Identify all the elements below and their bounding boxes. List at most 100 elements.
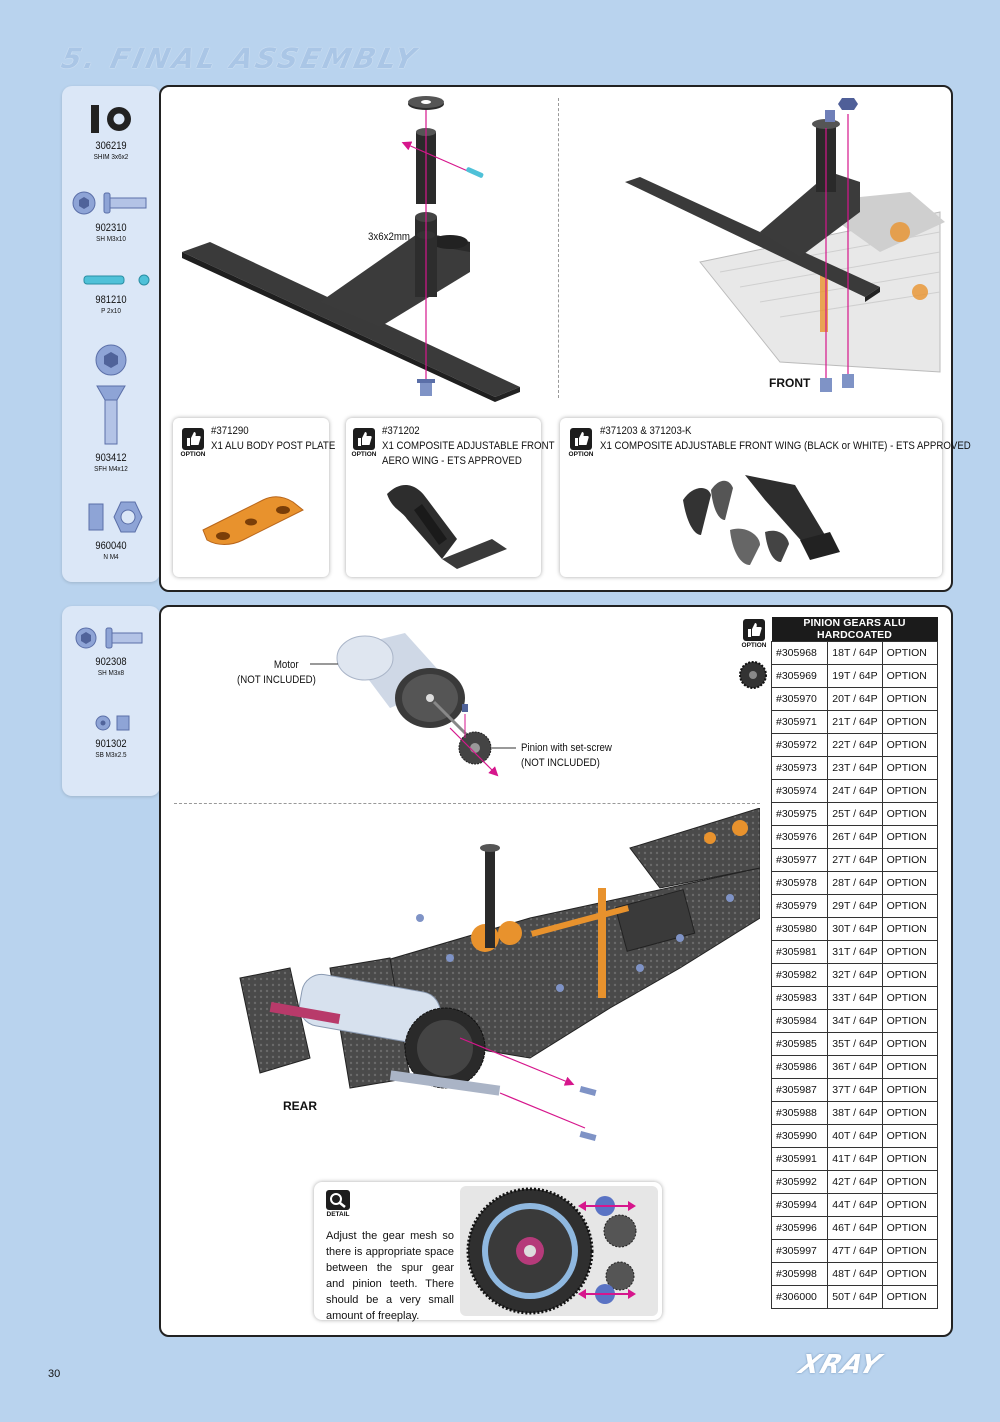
status-cell: OPTION bbox=[881, 1170, 939, 1194]
brand-logo: XRAY bbox=[795, 1350, 885, 1380]
status-cell: OPTION bbox=[881, 779, 939, 803]
pinion-gear-icon bbox=[739, 661, 767, 689]
option-badge: OPTION bbox=[179, 428, 207, 458]
part-number-cell: #305992 bbox=[770, 1170, 829, 1194]
teeth-pitch-cell: 26T / 64P bbox=[827, 825, 883, 849]
teeth-pitch-cell: 34T / 64P bbox=[827, 1009, 883, 1033]
teeth-pitch-cell: 40T / 64P bbox=[827, 1124, 883, 1148]
part-number-cell: #305973 bbox=[770, 756, 829, 780]
status-cell: OPTION bbox=[881, 986, 939, 1010]
part-306219: 306219 SHIM 3x6x2 bbox=[62, 102, 160, 161]
teeth-pitch-cell: 31T / 64P bbox=[827, 940, 883, 964]
option-name: X1 ALU BODY POST PLATE bbox=[211, 440, 336, 452]
parts-list-top: 306219 SHIM 3x6x2 902310 SH M3x10 981210… bbox=[62, 86, 160, 582]
magnifier-icon bbox=[326, 1190, 350, 1210]
part-number-cell: #305991 bbox=[770, 1147, 829, 1171]
teeth-pitch-cell: 33T / 64P bbox=[827, 986, 883, 1010]
screw-icon bbox=[72, 191, 147, 215]
alu-body-post-plate-image bbox=[202, 496, 304, 545]
status-cell: OPTION bbox=[881, 917, 939, 941]
aero-wing-image bbox=[387, 484, 507, 569]
teeth-pitch-cell: 27T / 64P bbox=[827, 848, 883, 872]
pinion-option-badge: OPTION bbox=[740, 619, 768, 649]
parts-list-bottom: 902308 SH M3x8 901302 SB M3x2.5 bbox=[62, 606, 160, 796]
part-901302: 901302 SB M3x2.5 bbox=[62, 712, 160, 759]
option-name: X1 COMPOSITE ADJUSTABLE FRONT bbox=[382, 440, 555, 452]
part-number-cell: #305998 bbox=[770, 1262, 829, 1286]
teeth-pitch-cell: 30T / 64P bbox=[827, 917, 883, 941]
set-screw-icon bbox=[95, 715, 130, 731]
pin-icon bbox=[83, 274, 150, 286]
part-number-cell: #306000 bbox=[770, 1285, 829, 1309]
detail-badge: DETAIL bbox=[324, 1190, 352, 1218]
part-number-cell: #305990 bbox=[770, 1124, 829, 1148]
teeth-pitch-cell: 23T / 64P bbox=[827, 756, 883, 780]
status-cell: OPTION bbox=[881, 1216, 939, 1240]
motor-label: Motor (NOT INCLUDED) bbox=[237, 659, 316, 686]
status-cell: OPTION bbox=[881, 848, 939, 872]
part-number-cell: #305975 bbox=[770, 802, 829, 826]
teeth-pitch-cell: 24T / 64P bbox=[827, 779, 883, 803]
status-cell: OPTION bbox=[881, 825, 939, 849]
gear-mesh-detail: DETAIL Adjust the gear mesh so there is … bbox=[314, 1182, 662, 1322]
front-label: FRONT bbox=[769, 376, 811, 390]
detail-text: Adjust the gear mesh so there is appropr… bbox=[326, 1230, 454, 1322]
thumbs-up-icon bbox=[353, 428, 375, 450]
teeth-pitch-cell: 46T / 64P bbox=[827, 1216, 883, 1240]
page-number: 30 bbox=[48, 1368, 61, 1380]
part-number-cell: #305988 bbox=[770, 1101, 829, 1125]
status-cell: OPTION bbox=[881, 1262, 939, 1286]
screw-icon bbox=[75, 627, 143, 649]
status-cell: OPTION bbox=[881, 710, 939, 734]
status-cell: OPTION bbox=[881, 1101, 939, 1125]
teeth-pitch-cell: 28T / 64P bbox=[827, 871, 883, 895]
part-number-cell: #305985 bbox=[770, 1032, 829, 1056]
status-cell: OPTION bbox=[881, 1055, 939, 1079]
part-number-cell: #305968 bbox=[770, 641, 829, 665]
teeth-pitch-cell: 22T / 64P bbox=[827, 733, 883, 757]
status-cell: OPTION bbox=[881, 1124, 939, 1148]
motor-pinion-diagram bbox=[310, 633, 516, 777]
status-cell: OPTION bbox=[881, 687, 939, 711]
part-number-cell: #305971 bbox=[770, 710, 829, 734]
part-number-cell: #305997 bbox=[770, 1239, 829, 1263]
status-cell: OPTION bbox=[881, 1078, 939, 1102]
part-number-cell: #305982 bbox=[770, 963, 829, 987]
teeth-pitch-cell: 36T / 64P bbox=[827, 1055, 883, 1079]
mounted-plate-diagram bbox=[625, 98, 945, 392]
part-number-cell: #305996 bbox=[770, 1216, 829, 1240]
status-cell: OPTION bbox=[881, 1193, 939, 1217]
teeth-pitch-cell: 19T / 64P bbox=[827, 664, 883, 688]
option-code: #371290 bbox=[211, 425, 249, 437]
page-title: 5. FINAL ASSEMBLY bbox=[58, 42, 422, 75]
nut-icon bbox=[88, 501, 143, 533]
shim-label: 3x6x2mm bbox=[368, 231, 410, 243]
status-cell: OPTION bbox=[881, 940, 939, 964]
gear-mesh-image bbox=[460, 1186, 658, 1316]
option-badge: OPTION bbox=[567, 428, 595, 458]
part-903412: 903412 SFH M4x12 bbox=[62, 342, 160, 473]
teeth-pitch-cell: 50T / 64P bbox=[827, 1285, 883, 1309]
part-number-cell: #305969 bbox=[770, 664, 829, 688]
pinion-label: Pinion with set-screw (NOT INCLUDED) bbox=[521, 742, 612, 769]
teeth-pitch-cell: 42T / 64P bbox=[827, 1170, 883, 1194]
status-cell: OPTION bbox=[881, 802, 939, 826]
teeth-pitch-cell: 18T / 64P bbox=[827, 641, 883, 665]
teeth-pitch-cell: 25T / 64P bbox=[827, 802, 883, 826]
chassis-diagram bbox=[239, 808, 760, 1141]
status-cell: OPTION bbox=[881, 641, 939, 665]
option-code: #371202 bbox=[382, 425, 420, 437]
